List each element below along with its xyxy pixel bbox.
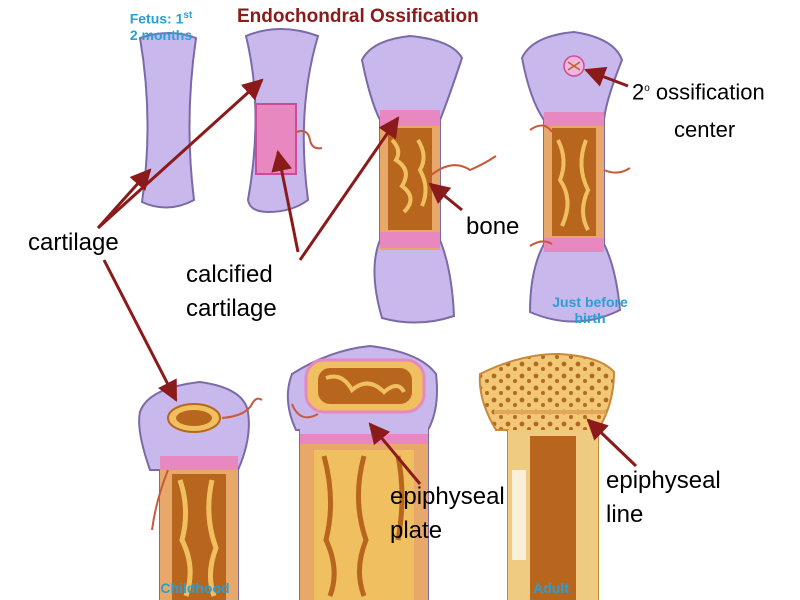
arrow-epiphyseal-line [586, 418, 638, 468]
label-ossification-center: 2o ossification center [632, 70, 765, 149]
arrow-cartilage-to-childhood [102, 259, 178, 402]
pointer-arrows [96, 66, 638, 485]
label-calcified-line2: cartilage [186, 295, 277, 322]
label-cartilage: cartilage [28, 229, 119, 256]
arrow-ossification-center [584, 66, 629, 88]
arrow-calcified-to-stage2 [271, 149, 300, 253]
arrow-epiphyseal-plate [368, 422, 422, 485]
caption-fetus: Fetus: 1st 2 months [118, 8, 204, 43]
caption-jbb-line2: birth [574, 310, 606, 326]
label-epiphyseal-plate: epiphyseal plate [390, 480, 505, 548]
label-line-line2: line [606, 501, 644, 528]
stage-fetus-cartilage-model [138, 32, 198, 209]
arrow-calcified-to-stage3 [298, 116, 400, 261]
stage-epiphyseal-plate [286, 344, 438, 600]
label-calcified-line1: calcified [186, 261, 273, 288]
label-ossification-num: 2 [632, 79, 645, 105]
caption-just-before-birth: Just before birth [540, 294, 640, 326]
label-bone: bone [466, 213, 520, 240]
label-ossification-sup: o [644, 83, 650, 94]
stage-childhood [138, 380, 263, 600]
diagram-title: Endochondral Ossification [237, 6, 479, 27]
label-ossification-line2: center [674, 117, 736, 143]
stage-calcified-cartilage [244, 28, 323, 214]
stage-primary-ossification [360, 34, 497, 324]
caption-fetus-line1: Fetus: 1 [129, 10, 184, 27]
label-calcified-cartilage: calcified cartilage [186, 258, 277, 326]
label-epiphyseal-line: epiphyseal line [606, 464, 721, 532]
stage-just-before-birth [520, 30, 631, 323]
caption-adult: Adult [533, 580, 569, 596]
label-ossification-rest: ossification [649, 79, 765, 105]
arrow-bone [428, 182, 463, 212]
label-plate-line1: epiphyseal [390, 483, 505, 510]
caption-fetus-sup: st [183, 10, 193, 21]
label-plate-line2: plate [390, 517, 443, 544]
arrow-cartilage-to-stage2 [96, 78, 264, 230]
caption-jbb-line1: Just before [552, 294, 628, 310]
stage-adult [478, 352, 616, 600]
label-line-line1: epiphyseal [606, 467, 721, 494]
caption-childhood: Childhood [160, 580, 230, 596]
caption-fetus-line2: 2 months [129, 26, 193, 43]
